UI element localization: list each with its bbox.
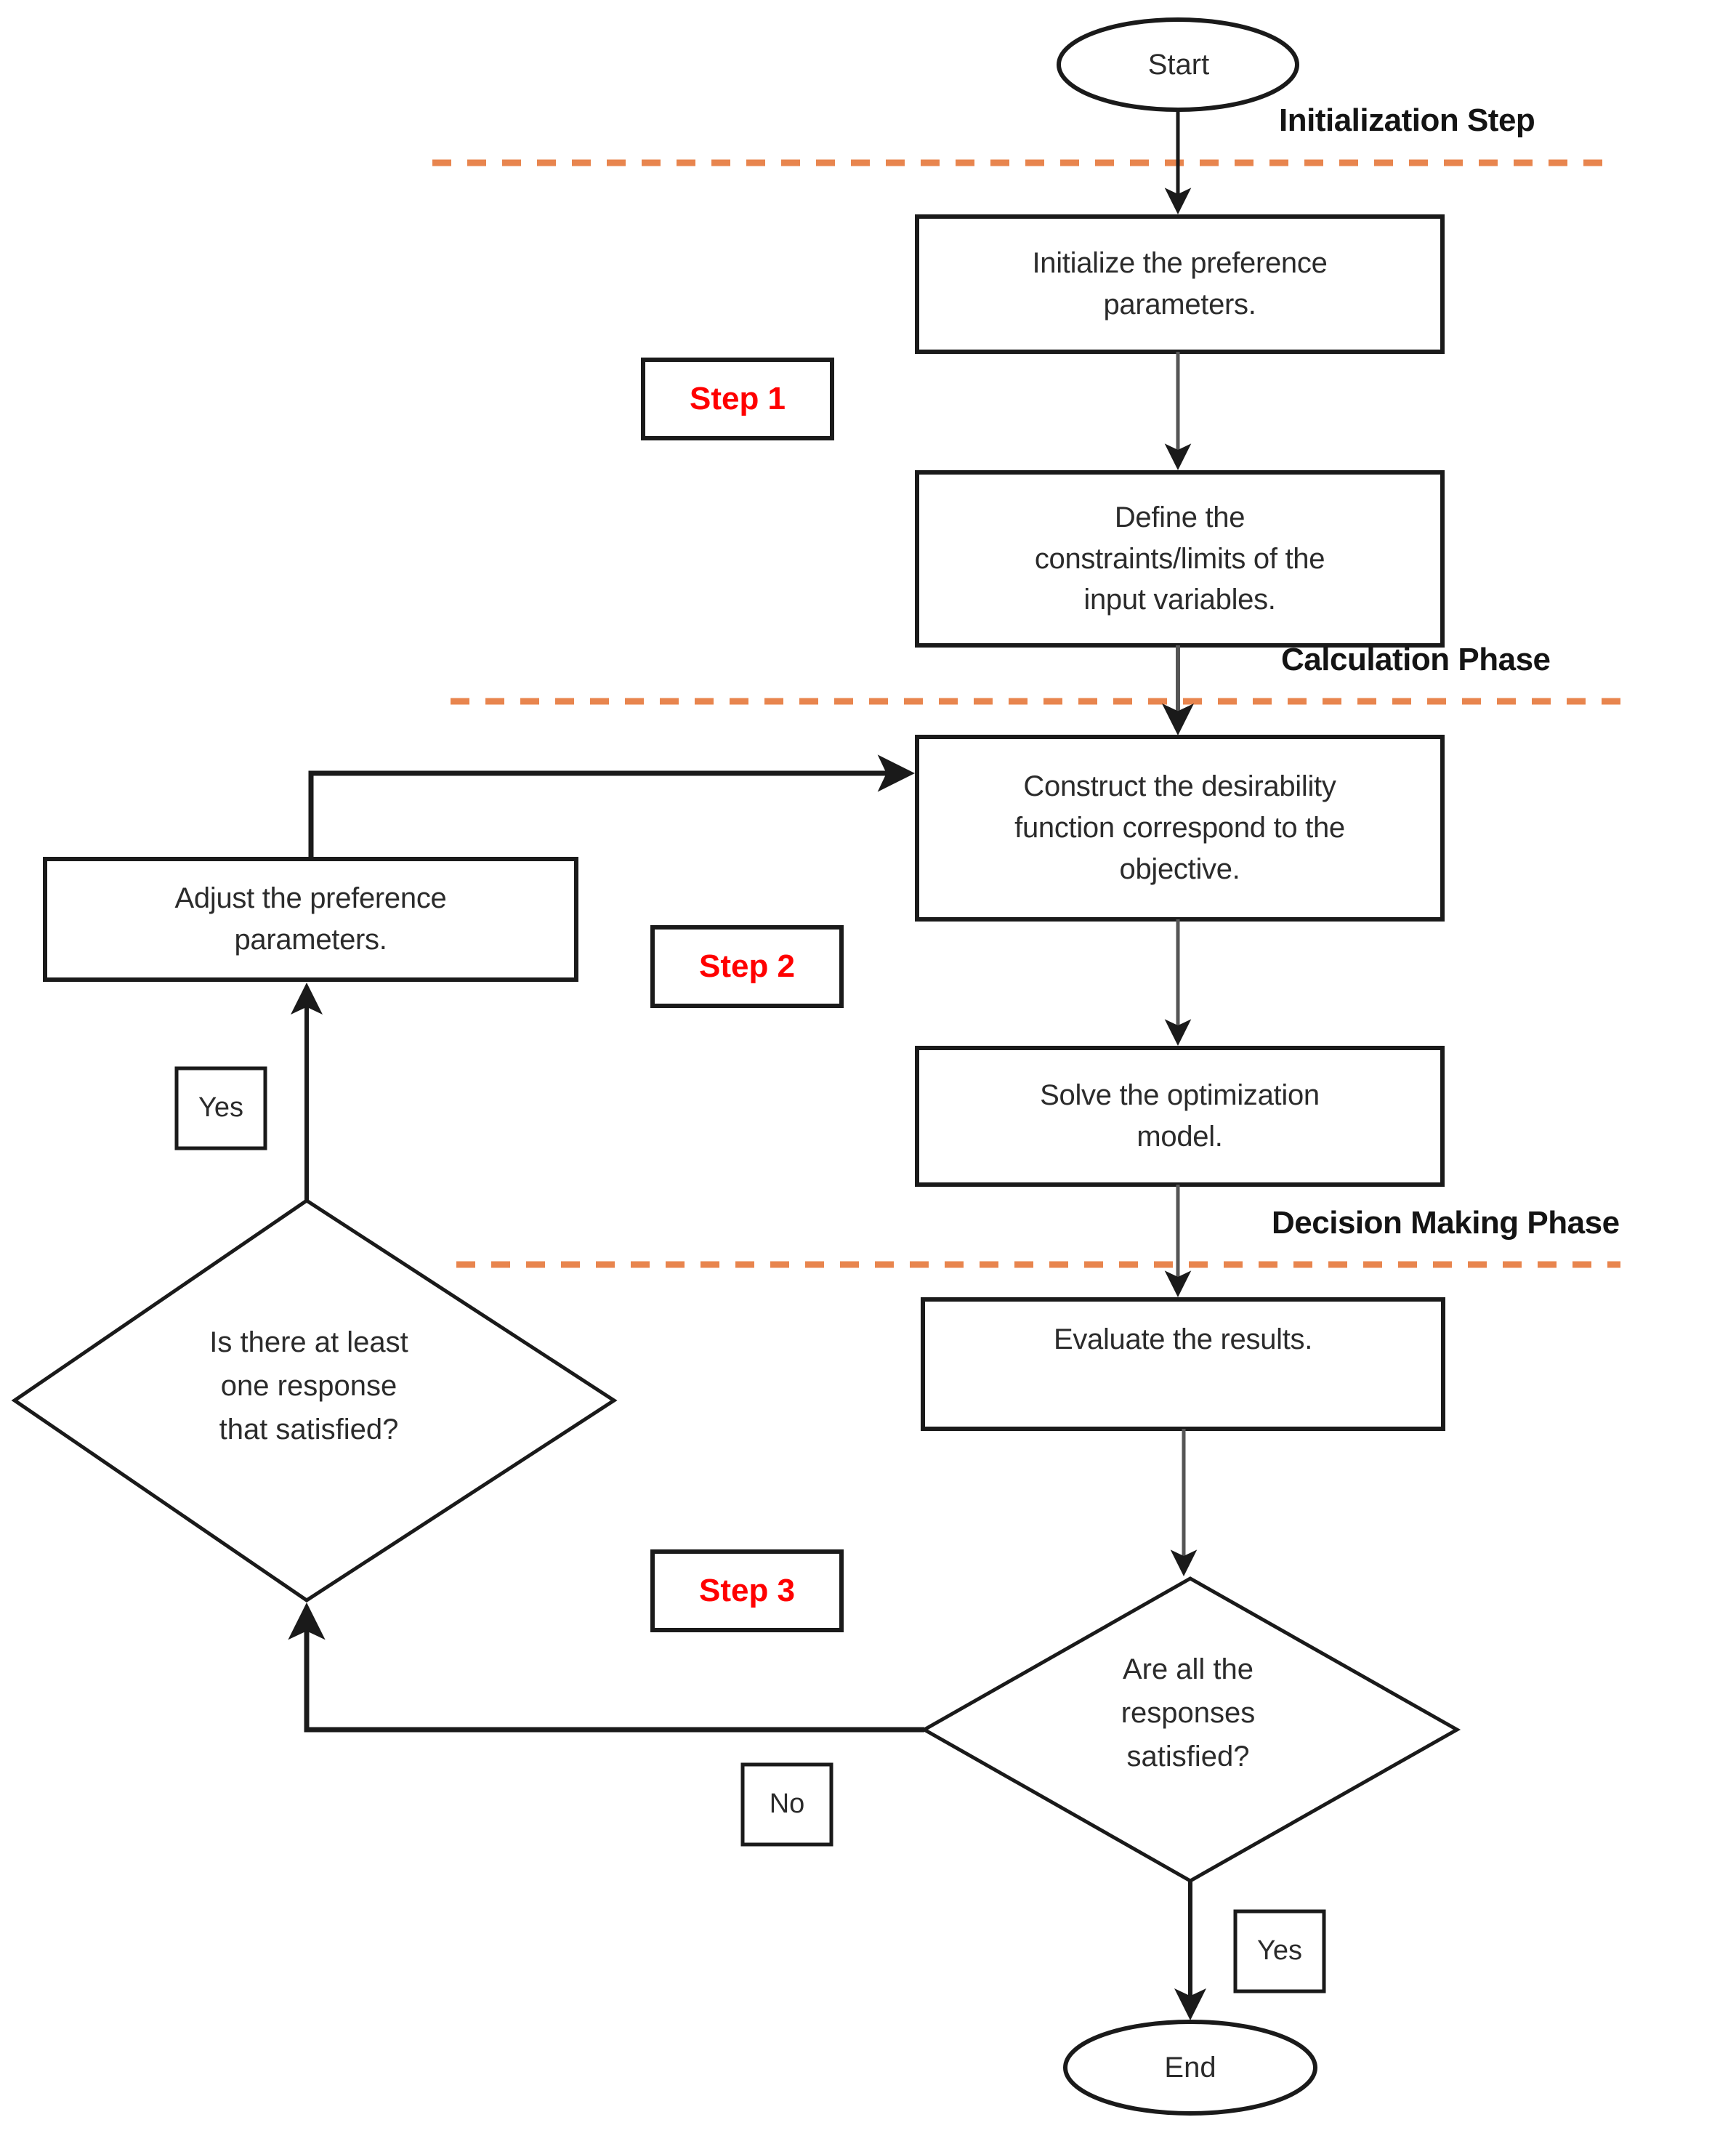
step-marker-box-step3: [650, 1549, 844, 1632]
decision-diamond-all-responses-satisfied: [920, 1576, 1461, 1883]
process-box-construct-desirability: [915, 735, 1445, 922]
end-terminal-shape: [1063, 2020, 1317, 2116]
step-marker-box-step2: [650, 925, 844, 1008]
connector-no-to-at-least-one: [288, 1602, 924, 1733]
process-box-solve-optimization: [915, 1046, 1445, 1187]
edge-label-box-yes-bottom: [1233, 1909, 1326, 1993]
start-terminal-shape: [1057, 17, 1299, 112]
connector-adjust-to-construct: [308, 754, 915, 859]
process-box-define-constraints: [915, 470, 1445, 648]
edge-label-box-no-bottom: [740, 1762, 833, 1847]
process-box-adjust-preference: [43, 857, 578, 982]
decision-diamond-at-least-one-satisfied: [11, 1198, 618, 1603]
process-box-evaluate-results: [921, 1297, 1445, 1431]
process-box-initialize-preference: [915, 214, 1445, 354]
edge-label-box-yes-left: [174, 1066, 267, 1150]
step-marker-box-step1: [641, 358, 834, 440]
